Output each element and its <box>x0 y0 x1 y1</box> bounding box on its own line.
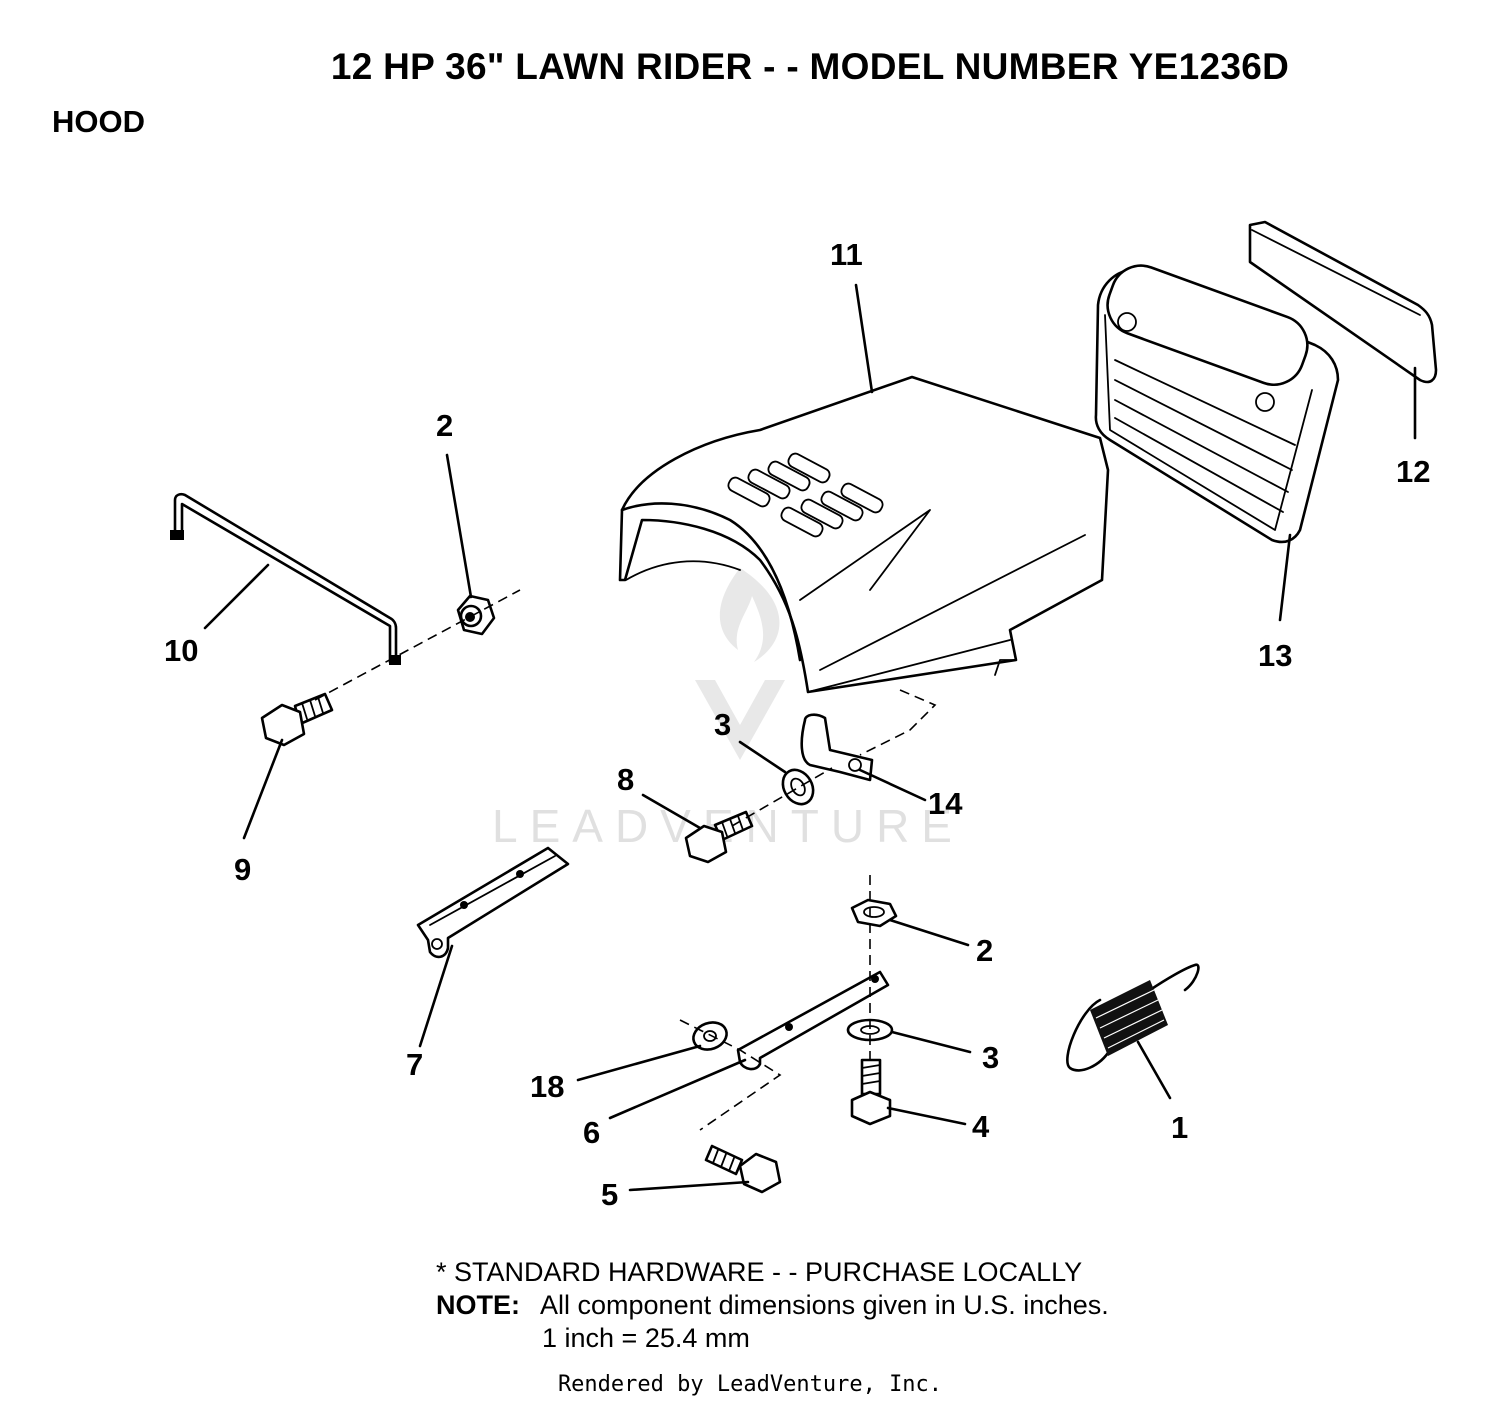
callout-3-top: 3 <box>714 707 731 742</box>
section-title: HOOD <box>52 104 145 139</box>
exploded-view-diagram: LEADVENTURE <box>164 220 1438 1212</box>
callout-14: 14 <box>928 786 963 821</box>
bolt-part-5 <box>704 1144 782 1194</box>
leader-lines <box>203 283 1417 1192</box>
standard-hardware-note: * STANDARD HARDWARE - - PURCHASE LOCALLY <box>436 1257 1083 1287</box>
credit-line: Rendered by LeadVenture, Inc. <box>557 1372 943 1397</box>
hood-rod-part <box>170 492 401 665</box>
page-title: 12 HP 36" LAWN RIDER - - MODEL NUMBER YE… <box>330 46 1290 87</box>
hood-vent-slots <box>727 452 884 538</box>
callout-18: 18 <box>530 1069 564 1104</box>
washer-part-top <box>781 768 815 806</box>
callout-9: 9 <box>234 852 251 887</box>
callout-numbers: 11 2 10 9 3 8 14 7 2 18 6 3 4 5 1 12 13 <box>164 237 1430 1212</box>
note-label: NOTE: <box>436 1290 520 1320</box>
watermark-flame-icon <box>719 568 780 662</box>
trim-strip-part <box>1248 220 1438 384</box>
callout-5: 5 <box>601 1177 618 1212</box>
callout-13: 13 <box>1258 638 1292 673</box>
hood-part <box>618 375 1110 694</box>
footnotes: * STANDARD HARDWARE - - PURCHASE LOCALLY… <box>436 1256 1109 1355</box>
callout-6: 6 <box>583 1115 600 1150</box>
spring-part <box>1066 963 1200 1072</box>
bracket-part-7 <box>416 846 570 959</box>
grille-part <box>1094 264 1340 544</box>
nut-part-top <box>456 594 496 636</box>
callout-4: 4 <box>972 1109 990 1144</box>
callout-10: 10 <box>164 633 198 668</box>
assembly-lines <box>314 589 937 1131</box>
callout-1: 1 <box>1171 1110 1188 1145</box>
callout-12: 12 <box>1396 454 1430 489</box>
note-text: All component dimensions given in U.S. i… <box>540 1290 1109 1320</box>
watermark-logo-icon <box>695 680 785 760</box>
callout-11: 11 <box>830 237 863 272</box>
bolt-part-4 <box>850 1058 892 1126</box>
hood-bracket-part <box>800 713 874 782</box>
callout-3-lower: 3 <box>982 1040 999 1075</box>
callout-2-top: 2 <box>436 408 453 443</box>
dimension-note: NOTE: All component dimensions given in … <box>436 1289 1109 1322</box>
conversion-note: 1 inch = 25.4 mm <box>542 1323 750 1353</box>
strap-part-6 <box>736 970 890 1071</box>
callout-7: 7 <box>406 1047 423 1082</box>
bolt-part-large <box>260 692 334 747</box>
callout-8: 8 <box>617 762 634 797</box>
washer-part-18 <box>692 1021 728 1051</box>
nut-part-lower <box>850 898 898 928</box>
callout-2-lower: 2 <box>976 933 993 968</box>
